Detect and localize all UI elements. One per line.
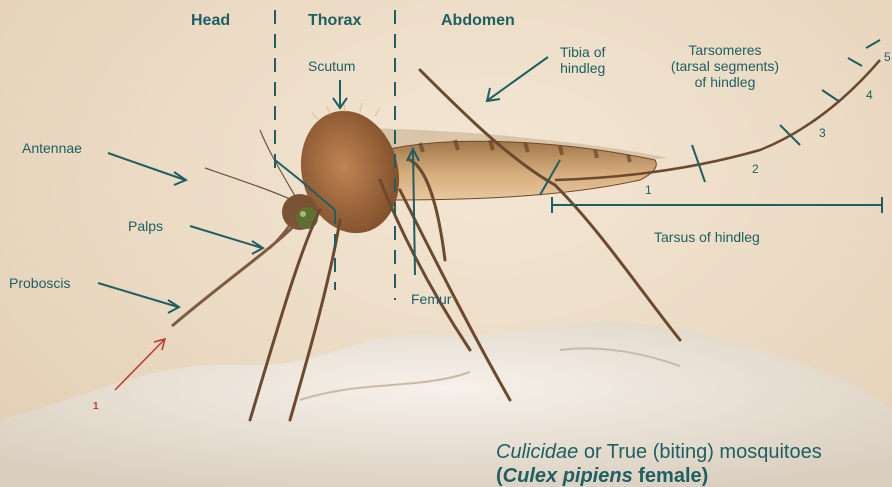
section-head: Head: [191, 12, 230, 30]
label-tarsomeres: Tarsomeres (tarsal segments) of hindleg: [665, 42, 785, 90]
caption-species: Culex pipiens: [503, 465, 633, 487]
tarsomere-number-4: 4: [866, 88, 873, 102]
label-palps: Palps: [128, 218, 163, 234]
caption: Culicidae or True (biting) mosquitoes (C…: [496, 440, 822, 487]
tarsomere-number-1: 1: [645, 183, 652, 197]
tarsomere-number-3: 3: [819, 126, 826, 140]
label-tarsomeres-line2: (tarsal segments): [665, 58, 785, 74]
label-tarsomeres-line1: Tarsomeres: [665, 42, 785, 58]
label-tibia: Tibia of hindleg: [560, 44, 605, 76]
section-thorax: Thorax: [308, 12, 361, 30]
label-tarsus: Tarsus of hindleg: [654, 229, 760, 245]
label-tibia-line1: Tibia of: [560, 44, 605, 60]
label-scutum: Scutum: [308, 58, 355, 74]
caption-family: Culicidae: [496, 441, 578, 463]
caption-common-name: or True (biting) mosquitoes: [578, 441, 821, 463]
label-femur: Femur: [411, 291, 451, 307]
label-tarsomeres-line3: of hindleg: [665, 74, 785, 90]
caption-line2: (Culex pipiens female): [496, 464, 822, 487]
caption-paren-open: (: [496, 465, 503, 487]
caption-sex: female): [633, 465, 709, 487]
label-tibia-line2: hindleg: [560, 60, 605, 76]
label-proboscis: Proboscis: [9, 275, 70, 291]
tarsomere-number-2: 2: [752, 162, 759, 176]
antenna: [205, 168, 292, 200]
section-abdomen: Abdomen: [441, 12, 515, 30]
tarsomere-number-5: 5: [884, 50, 891, 64]
caption-line1: Culicidae or True (biting) mosquitoes: [496, 440, 822, 464]
marker-number: 1: [93, 401, 99, 412]
label-antennae: Antennae: [22, 140, 82, 156]
